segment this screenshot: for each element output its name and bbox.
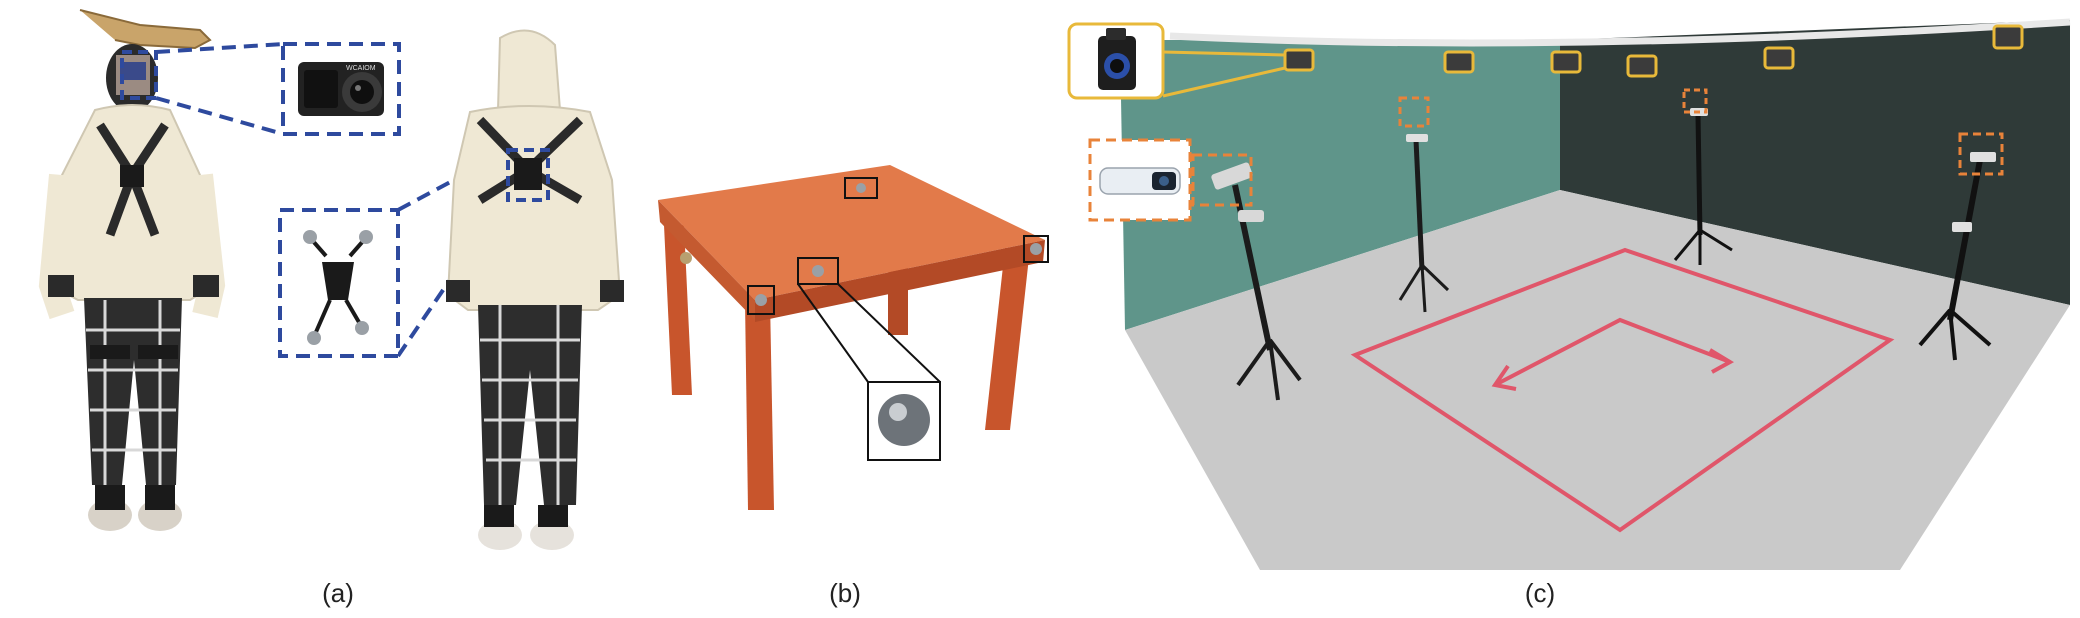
- ceiling-cameras: [1283, 24, 2024, 78]
- panel-b: (b): [650, 0, 1070, 618]
- head-camera: [120, 62, 146, 80]
- table-edge-right: [755, 240, 1045, 322]
- panel-a-illustration: WCAIOM: [38, 9, 624, 550]
- caption-b: (b): [829, 578, 861, 608]
- left-wall: [1120, 40, 1560, 330]
- ceiling-camera-2: [1443, 50, 1475, 74]
- tripod-front-right: [1918, 159, 1992, 361]
- panel-c-illustration: [1067, 18, 2071, 570]
- depth-camera-front-right: [1970, 152, 1996, 162]
- table-top: [658, 165, 1045, 300]
- left-wrist-strap: [48, 275, 74, 297]
- caption-a: (a): [322, 578, 354, 608]
- back-pants: [478, 305, 582, 505]
- ceiling-camera-1: [1283, 48, 1315, 72]
- marker-center: [812, 265, 824, 277]
- back-left-ankle: [484, 505, 514, 527]
- ceiling-truss: [1169, 18, 2071, 47]
- depth-camera-front-right-2: [1952, 222, 1972, 232]
- back-left-wrist: [446, 280, 470, 302]
- depth-camera-front-left-2: [1238, 210, 1264, 222]
- zoom-line-right: [837, 283, 941, 383]
- left-knee-strap: [90, 345, 130, 359]
- depth-camera-highlight-3: [1682, 88, 1708, 114]
- back-left-shoe: [478, 520, 522, 550]
- mocap-marker-plate-icon: [303, 230, 373, 345]
- depth-camera-highlight-4: [1958, 132, 2004, 176]
- back-marker-plate: [514, 158, 542, 190]
- zoom-line-left: [797, 283, 869, 383]
- back-right-ankle: [538, 505, 568, 527]
- marker-right-corner: [1030, 243, 1042, 255]
- zoomed-marker-highlight: [889, 403, 907, 421]
- tripod-back-right: [1673, 114, 1733, 265]
- back-right-shoe: [530, 520, 574, 550]
- depth-camera-front-left: [1211, 162, 1253, 190]
- table-leg-front-left: [745, 300, 774, 510]
- table-leg-back-left: [664, 225, 692, 395]
- ceiling-callout-line-bottom: [1162, 66, 1286, 98]
- back-right-wrist: [600, 280, 624, 302]
- ceiling-camera-5: [1763, 46, 1795, 70]
- chest-marker: [120, 165, 144, 187]
- head-mount-stick: [79, 9, 212, 50]
- depth-camera-icon: [1099, 167, 1181, 195]
- capture-area-square: [1350, 247, 1895, 533]
- front-hoodie: [48, 104, 217, 301]
- table: [658, 165, 1045, 510]
- ceiling-callout-line-top: [1162, 50, 1286, 57]
- panel-b-illustration: [658, 165, 1049, 510]
- floor: [1125, 190, 2070, 570]
- table-edge-left: [658, 200, 755, 320]
- front-pants: [84, 298, 182, 485]
- ceiling-camera-4: [1626, 54, 1658, 78]
- depth-camera-highlight-1: [1191, 153, 1253, 207]
- back-hoodie: [446, 105, 622, 311]
- marker-box-right-corner: [1023, 235, 1049, 263]
- front-pants-plaid: [86, 300, 180, 485]
- mocap-camera-icon: [1098, 28, 1136, 90]
- back-hood: [496, 29, 562, 111]
- camera-brand-label: WCAIOM: [346, 65, 376, 72]
- marker-top: [856, 183, 866, 193]
- caption-c: (c): [1524, 578, 1556, 608]
- table-leg-front-right: [985, 248, 1030, 430]
- walk-direction-path: [1494, 317, 1731, 387]
- back-pants-plaid: [480, 305, 580, 505]
- panel-c: (c): [1060, 0, 2080, 618]
- tripod-back-left: [1398, 139, 1450, 313]
- panel-a: WCAIOM: [0, 0, 660, 618]
- camera-callout-line-bottom: [155, 96, 284, 136]
- right-wrist-strap: [193, 275, 219, 297]
- depth-camera-back-left: [1406, 134, 1428, 142]
- back-person: [446, 29, 624, 550]
- ceiling-camera-3: [1550, 50, 1582, 74]
- right-knee-strap: [138, 345, 178, 359]
- depth-camera-highlight-2: [1398, 96, 1430, 128]
- marker-box-center: [797, 257, 839, 285]
- front-right-ankle: [145, 485, 175, 510]
- marker-left-corner: [755, 294, 767, 306]
- arrowhead-left-icon: [1491, 364, 1517, 391]
- marker-box-top: [844, 177, 878, 199]
- back-marker-highlight: [506, 148, 550, 202]
- marker-box-left-corner: [747, 285, 775, 315]
- action-camera-icon: [298, 62, 384, 116]
- arrowhead-right-icon: [1708, 348, 1734, 374]
- marker-back-leg: [680, 252, 692, 264]
- zoomed-marker-icon: [878, 394, 930, 446]
- front-person: [38, 9, 226, 531]
- front-left-ankle: [95, 485, 125, 510]
- head-camera-highlight: [120, 50, 158, 100]
- ceiling-camera-6: [1992, 24, 2024, 50]
